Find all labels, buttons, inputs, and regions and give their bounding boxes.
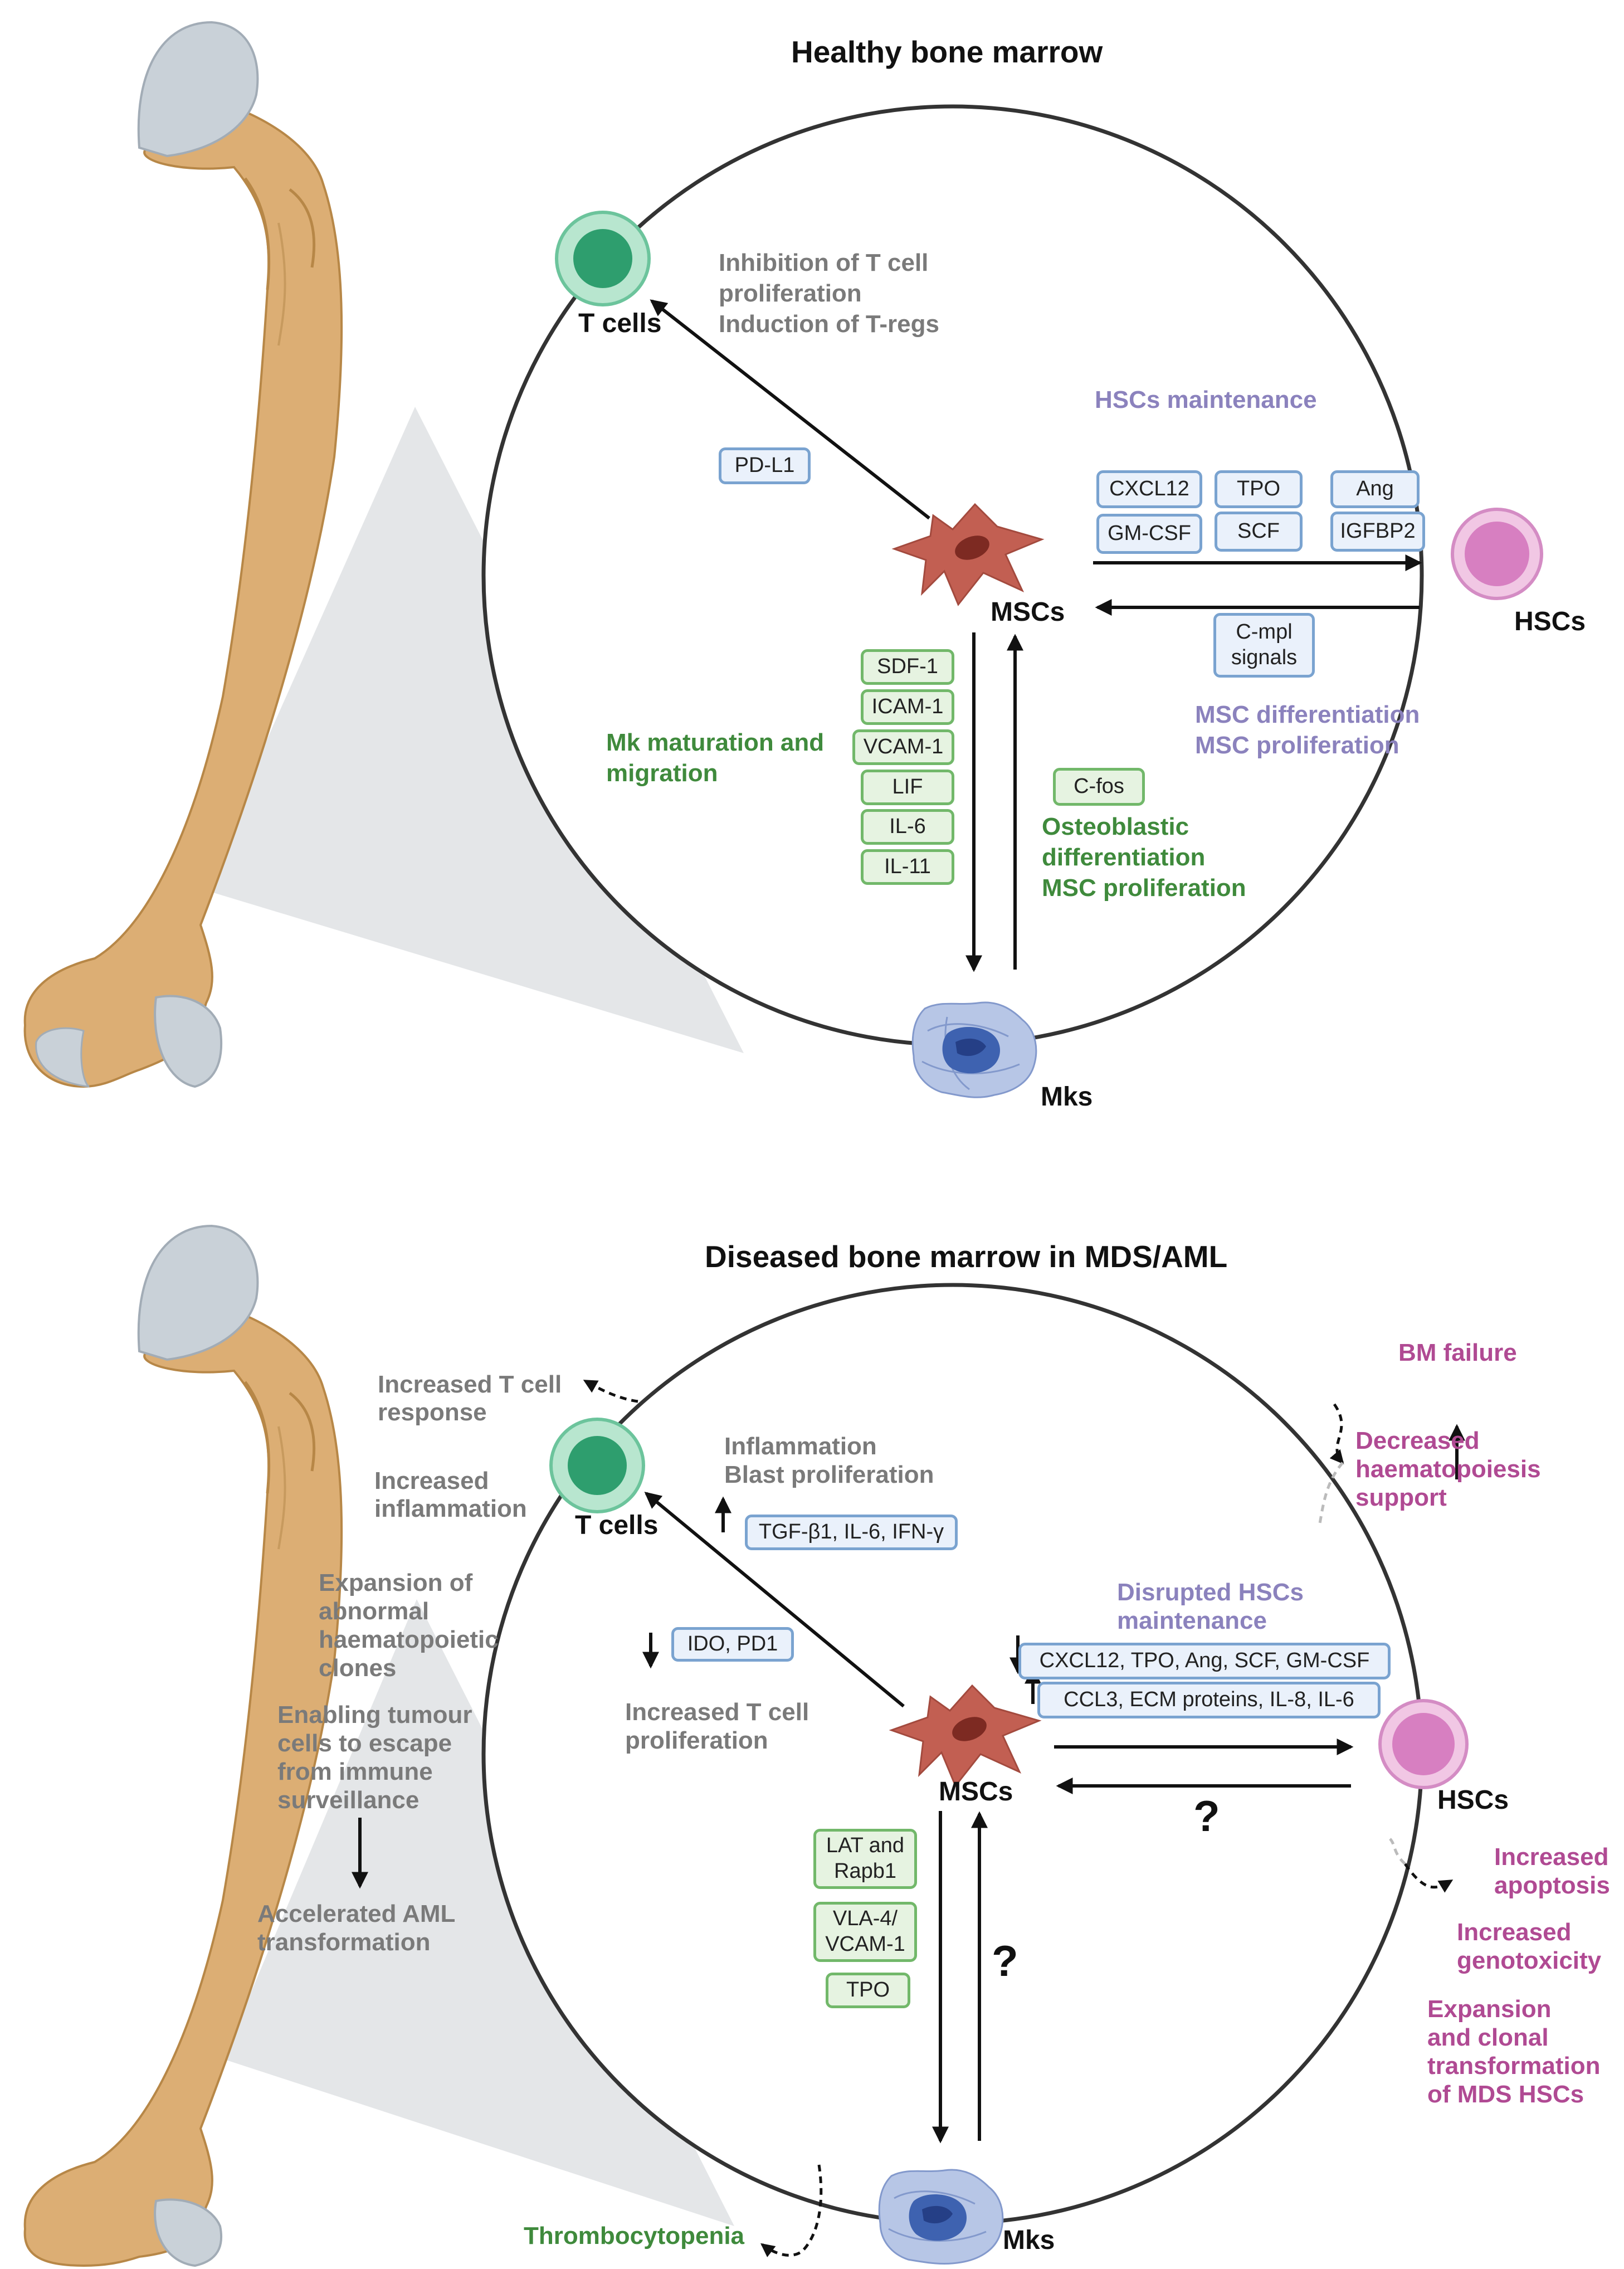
- expansion-line1: Expansion of: [319, 1569, 473, 1596]
- vla4-vcam1-box: VLA-4/ VCAM-1: [813, 1902, 917, 1962]
- tpo-box-bottom: TPO: [826, 1973, 910, 2008]
- escape-line2: cells to escape: [277, 1730, 452, 1757]
- bm-failure-label: BM failure: [1398, 1339, 1517, 1366]
- t-response-line2: response: [378, 1399, 487, 1426]
- expansion-line3: haematopoietic: [319, 1626, 499, 1653]
- mk-factor-vcam1: VCAM-1: [852, 729, 954, 765]
- dashed-arrow-tails-bottom: [1318, 1462, 1406, 1865]
- title-diseased: Diseased bone marrow in MDS/AML: [705, 1239, 1228, 1274]
- label-mks-bottom: Mks: [1003, 2226, 1055, 2255]
- t-cell-icon-top: [555, 211, 651, 306]
- decreased-support-line1: Decreased: [1355, 1427, 1480, 1454]
- genotox-line2: genotoxicity: [1457, 1947, 1602, 1974]
- t-prolif-line2: proliferation: [625, 1727, 768, 1754]
- tcell-effect-line2: proliferation: [719, 280, 862, 307]
- clonal-line4: of MDS HSCs: [1427, 2081, 1584, 2108]
- clonal-line3: transformation: [1427, 2052, 1601, 2080]
- apoptosis-line2: apoptosis: [1494, 1872, 1610, 1899]
- expansion-line2: abnormal: [319, 1598, 430, 1625]
- label-hscs-top: HSCs: [1514, 607, 1586, 636]
- mk-factor-icam1: ICAM-1: [861, 689, 954, 725]
- clonal-line2: and clonal: [1427, 2024, 1549, 2051]
- label-t-cells-top: T cells: [578, 309, 662, 338]
- label-t-cells-bottom: T cells: [575, 1511, 659, 1540]
- mk-factor-lif: LIF: [861, 770, 954, 805]
- t-cell-icon-bottom: [549, 1418, 645, 1513]
- label-mks-top: Mks: [1041, 1082, 1093, 1112]
- expansion-line4: clones: [319, 1654, 397, 1682]
- disrupted-line1: Disrupted HSCs: [1117, 1579, 1304, 1606]
- aml-line1: Accelerated AML: [257, 1900, 456, 1927]
- title-healthy: Healthy bone marrow: [791, 35, 1103, 69]
- factor-gm-csf: GM-CSF: [1096, 514, 1202, 554]
- hsc-icon-top: [1451, 508, 1543, 600]
- msc-icon-top: [891, 503, 1045, 606]
- osteo-effect-line3: MSC proliferation: [1042, 874, 1246, 902]
- arrows-top: [650, 299, 1422, 972]
- mk-icon-bottom: [878, 2169, 1004, 2265]
- mk-factor-sdf1: SDF-1: [861, 649, 954, 685]
- aml-line2: transformation: [257, 1929, 431, 1956]
- hsc-icon-bottom: [1378, 1699, 1469, 1789]
- factor-ang: Ang: [1330, 470, 1420, 508]
- factor-igfbp2: IGFBP2: [1330, 512, 1425, 552]
- label-mscs-bottom: MSCs: [939, 1777, 1013, 1807]
- factor-scf: SCF: [1215, 512, 1303, 552]
- mk-factor-il6: IL-6: [861, 809, 954, 845]
- factor-tpo: TPO: [1215, 470, 1303, 508]
- t-response-line1: Increased T cell: [378, 1371, 562, 1398]
- cmpl-signals-box: C-mpl signals: [1213, 613, 1315, 678]
- decreased-support-line2: haematopoiesis: [1355, 1455, 1541, 1483]
- msc-effect-line2: MSC proliferation: [1195, 732, 1399, 759]
- escape-line1: Enabling tumour: [277, 1701, 472, 1728]
- escape-line3: from immune: [277, 1758, 433, 1785]
- msc-icon-bottom: [889, 1684, 1042, 1788]
- tcell-effect-line1: Inhibition of T cell: [719, 249, 929, 276]
- osteo-effect-line1: Osteoblastic: [1042, 813, 1189, 840]
- escape-line4: surveillance: [277, 1786, 420, 1814]
- up-factors-box: CCL3, ECM proteins, IL-8, IL-6: [1037, 1682, 1381, 1718]
- apoptosis-line1: Increased: [1494, 1843, 1609, 1871]
- decreased-support-line3: support: [1355, 1484, 1447, 1511]
- inflammation-line2: inflammation: [374, 1495, 527, 1522]
- question-mark-mk: ?: [992, 1936, 1018, 1985]
- mk-icon-top: [911, 1001, 1037, 1098]
- pdl1-box: PD-L1: [719, 447, 811, 484]
- label-mscs-top: MSCs: [991, 597, 1065, 627]
- dashed-arrows-bottom: [583, 1379, 1454, 2257]
- inflam-blast-line2: Blast proliferation: [724, 1461, 934, 1488]
- genotox-line1: Increased: [1457, 1919, 1572, 1946]
- ido-pd1-box: IDO, PD1: [671, 1627, 794, 1662]
- cmpl-line1: C-mpl: [1236, 620, 1293, 644]
- clonal-line1: Expansion: [1427, 1995, 1552, 2023]
- cfos-box: C-fos: [1053, 768, 1145, 806]
- mk-effect-line2: migration: [606, 759, 718, 787]
- hsc-maintenance-label: HSCs maintenance: [1095, 386, 1317, 413]
- arrows-bottom: [352, 1424, 1465, 2144]
- mk-factor-il11: IL-11: [861, 849, 954, 885]
- msc-effect-line1: MSC differentiation: [1195, 701, 1420, 728]
- tcell-effect-line3: Induction of T-regs: [719, 310, 939, 338]
- femur-top: [23, 21, 343, 1088]
- disrupted-line2: maintenance: [1117, 1607, 1267, 1634]
- osteo-effect-line2: differentiation: [1042, 844, 1206, 871]
- down-factors-box: CXCL12, TPO, Ang, SCF, GM-CSF: [1018, 1643, 1391, 1679]
- cmpl-line2: signals: [1231, 646, 1298, 669]
- femur-bottom: [23, 1224, 343, 2267]
- label-hscs-bottom: HSCs: [1437, 1785, 1509, 1815]
- question-mark-hsc: ?: [1193, 1791, 1220, 1840]
- factor-cxcl12: CXCL12: [1096, 470, 1202, 508]
- tgf-box: TGF-β1, IL-6, IFN-γ: [745, 1515, 958, 1550]
- thrombocytopenia-label: Thrombocytopenia: [524, 2222, 745, 2249]
- inflam-blast-line1: Inflammation: [724, 1433, 877, 1460]
- inflammation-line1: Increased: [374, 1467, 489, 1494]
- t-prolif-line1: Increased T cell: [625, 1698, 809, 1726]
- mk-effect-line1: Mk maturation and: [606, 729, 825, 756]
- lat-rapb1-box: LAT and Rapb1: [813, 1829, 917, 1889]
